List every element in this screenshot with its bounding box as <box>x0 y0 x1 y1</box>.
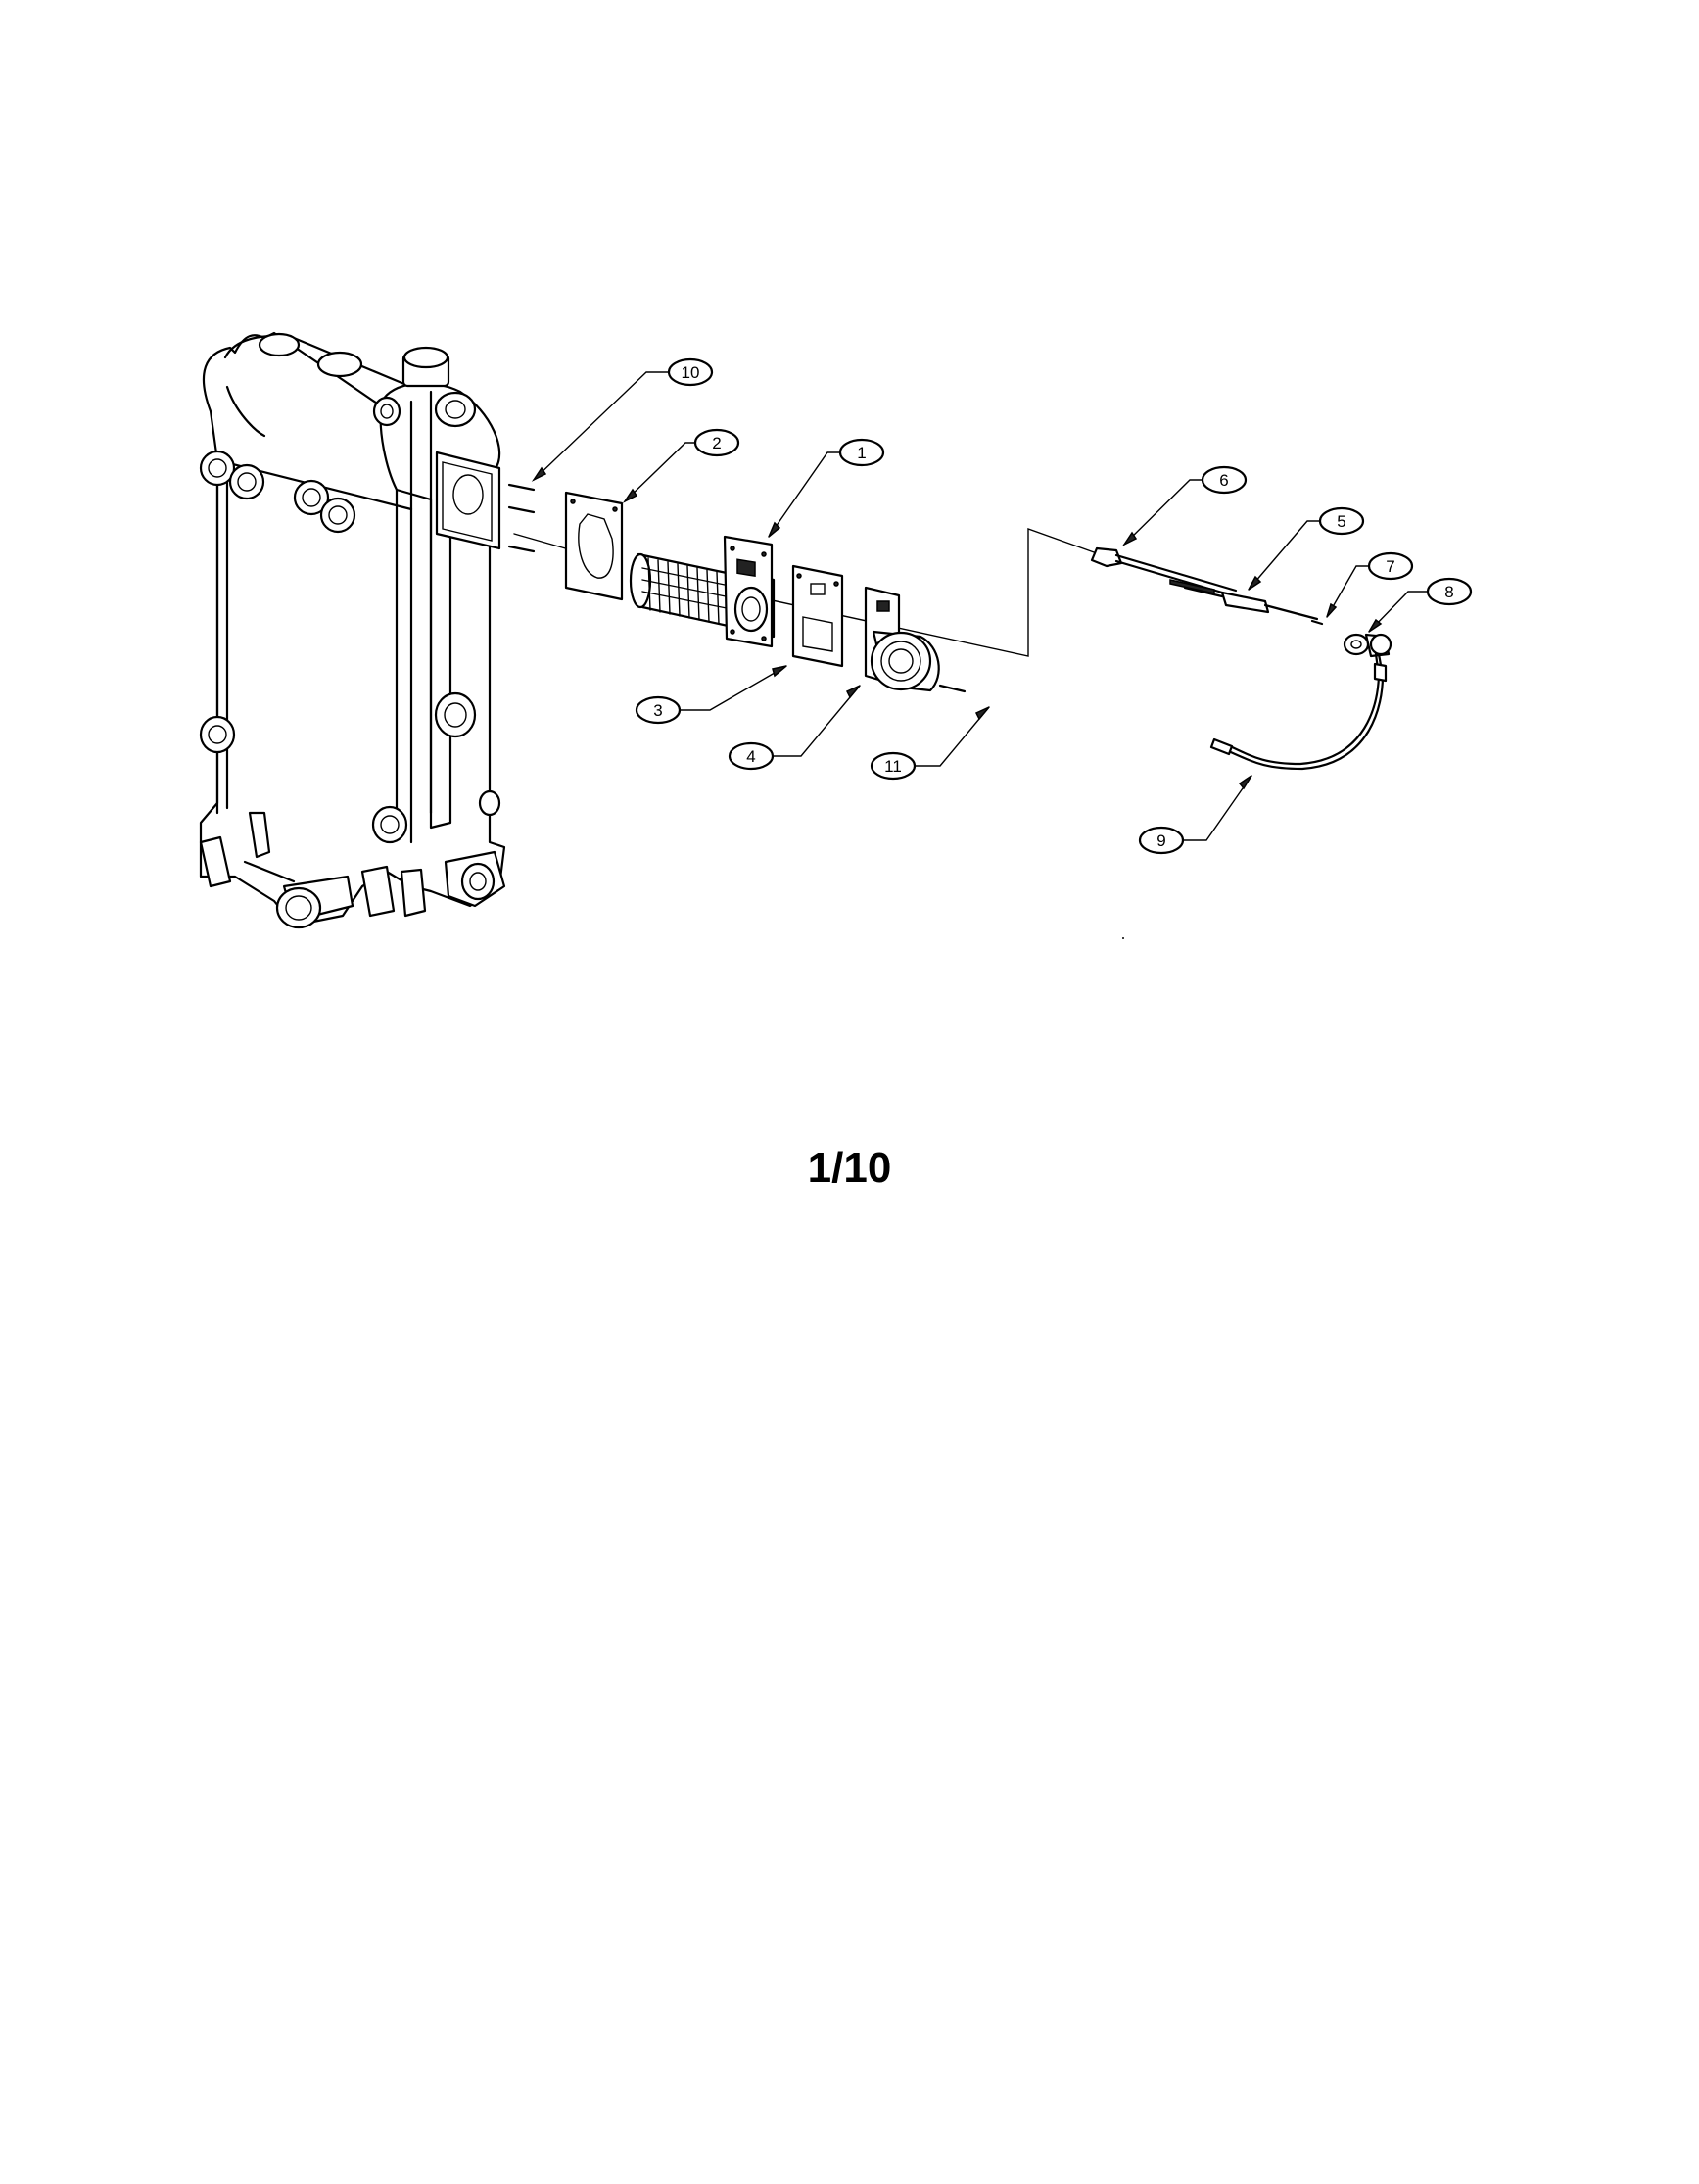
callout-1-circle <box>838 438 885 467</box>
callout-7-circle <box>1367 551 1414 581</box>
callout-3-label: 3 <box>653 701 662 720</box>
gasket-part-3 <box>791 564 844 668</box>
callout-11-circle <box>870 751 917 781</box>
electrode-part-6 <box>1090 546 1241 599</box>
callout-11-label: 11 <box>884 757 902 776</box>
callout-6-label: 6 <box>1219 471 1228 490</box>
pin-part-7 <box>1310 619 1324 626</box>
callouts: 10 2 1 3 4 11 6 5 <box>531 357 1473 855</box>
callout-1-label: 1 <box>857 444 866 462</box>
callout-9-circle <box>1138 826 1185 855</box>
callout-9-label: 9 <box>1156 831 1165 850</box>
electrode-part-5 <box>1183 586 1319 621</box>
callout-10-circle <box>667 357 714 387</box>
burner-plate-part-1 <box>723 535 774 648</box>
callout-4-circle <box>728 741 775 771</box>
air-tube-part-4 <box>864 586 967 693</box>
callout-4-label: 4 <box>746 747 755 766</box>
callout-8-label: 8 <box>1444 583 1453 601</box>
callout-3-circle <box>635 695 682 725</box>
callout-5-label: 5 <box>1337 512 1345 531</box>
callout-10-label: 10 <box>682 363 700 382</box>
callout-2-label: 2 <box>712 434 721 452</box>
callout-6-circle <box>1201 465 1248 495</box>
callout-8-circle <box>1426 577 1473 606</box>
nut-part-8 <box>1343 633 1392 658</box>
callout-5-circle <box>1318 506 1365 536</box>
page-number: 1/10 <box>807 1144 892 1192</box>
stray-dot <box>1122 937 1124 939</box>
exploded-parts-diagram: 10 2 1 3 4 11 6 5 <box>199 331 1473 939</box>
callout-2-circle <box>693 428 740 457</box>
callout-7-label: 7 <box>1386 557 1394 576</box>
gasket-part-2 <box>564 491 624 601</box>
ignition-cable-part-9 <box>1209 652 1388 771</box>
boiler-body <box>199 331 506 929</box>
